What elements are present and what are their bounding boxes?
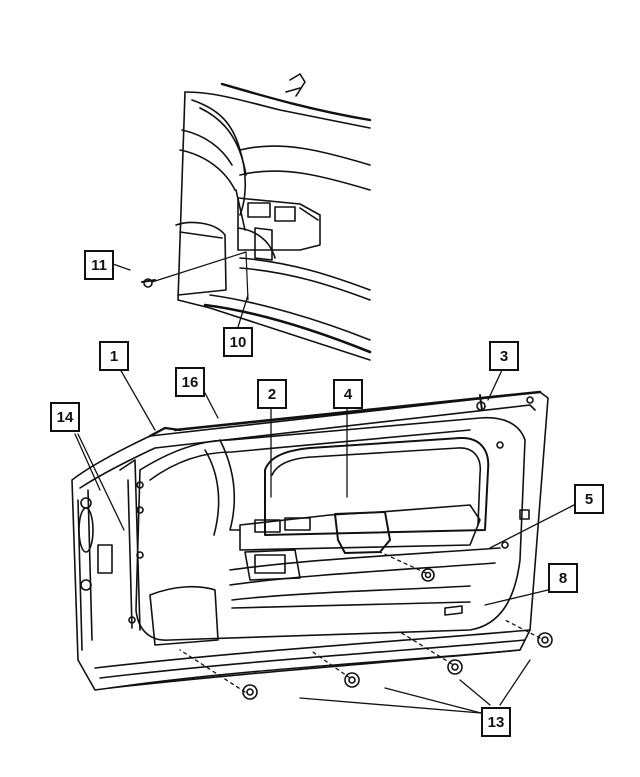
- main-door-panel: [71, 390, 553, 700]
- clip-fasteners: [242, 568, 553, 700]
- callout-14: 14: [50, 402, 80, 432]
- callout-16: 16: [175, 367, 205, 397]
- callout-8: 8: [548, 563, 578, 593]
- callout-4: 4: [333, 379, 363, 409]
- callout-5: 5: [574, 484, 604, 514]
- callout-11: 11: [84, 250, 114, 280]
- callout-1: 1: [99, 341, 129, 371]
- leader-lines: [74, 263, 575, 714]
- inset-door-detail: [141, 73, 372, 361]
- callout-2: 2: [257, 379, 287, 409]
- callout-13: 13: [481, 707, 511, 737]
- callout-10: 10: [223, 327, 253, 357]
- callout-3: 3: [489, 341, 519, 371]
